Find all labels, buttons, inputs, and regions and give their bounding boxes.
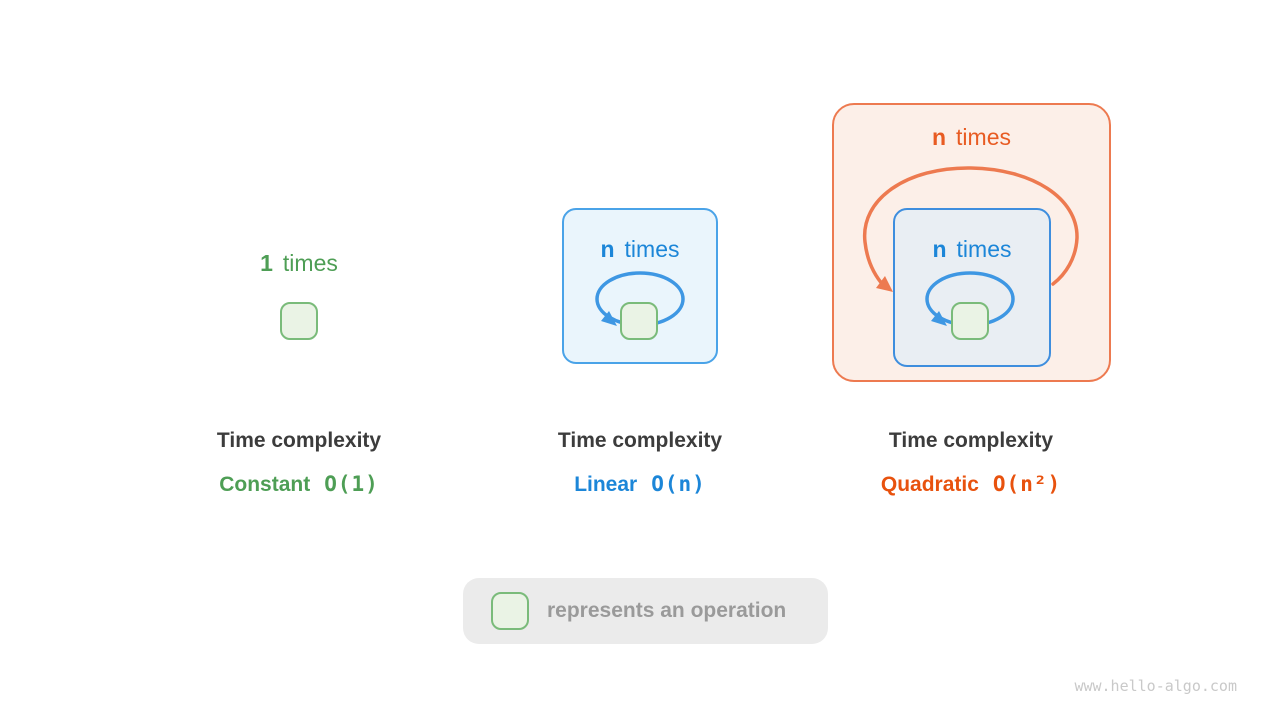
legend-label: represents an operation — [547, 599, 787, 622]
linear-caption-value: Linear O(n) — [480, 472, 800, 497]
linear-name: Linear — [574, 473, 638, 496]
quadratic-inner-loop-box — [893, 208, 1051, 367]
linear-loop-word: times — [624, 236, 680, 262]
quadratic-operation-box — [951, 302, 989, 340]
linear-loop-count: n — [600, 236, 615, 262]
quadratic-notation: O(n²) — [992, 472, 1062, 496]
quadratic-caption-value: Quadratic O(n²) — [811, 472, 1131, 497]
linear-notation: O(n) — [651, 472, 706, 496]
quadratic-name: Quadratic — [880, 473, 979, 496]
quadratic-inner-loop-word: times — [956, 236, 1012, 262]
constant-loop-word: times — [282, 250, 338, 276]
linear-loop-box — [562, 208, 718, 364]
constant-loop-label: 1 times — [189, 250, 409, 277]
constant-caption-title: Time complexity — [216, 429, 382, 452]
constant-loop-count: 1 — [260, 250, 273, 276]
legend: represents an operation — [463, 578, 828, 644]
quadratic-caption-title: Time complexity — [888, 429, 1054, 452]
linear-caption-title: Time complexity — [557, 429, 723, 452]
constant-caption-value: Constant O(1) — [139, 472, 459, 497]
quadratic-outer-loop-word: times — [956, 124, 1011, 150]
watermark: www.hello-algo.com — [1074, 677, 1237, 695]
constant-notation: O(1) — [324, 472, 379, 496]
legend-operation-box-icon — [491, 592, 529, 630]
quadratic-inner-loop-count: n — [932, 236, 947, 262]
constant-operation-box — [280, 302, 318, 340]
quadratic-outer-loop-count: n — [931, 124, 947, 150]
linear-operation-box — [620, 302, 658, 340]
constant-name: Constant — [219, 473, 311, 496]
